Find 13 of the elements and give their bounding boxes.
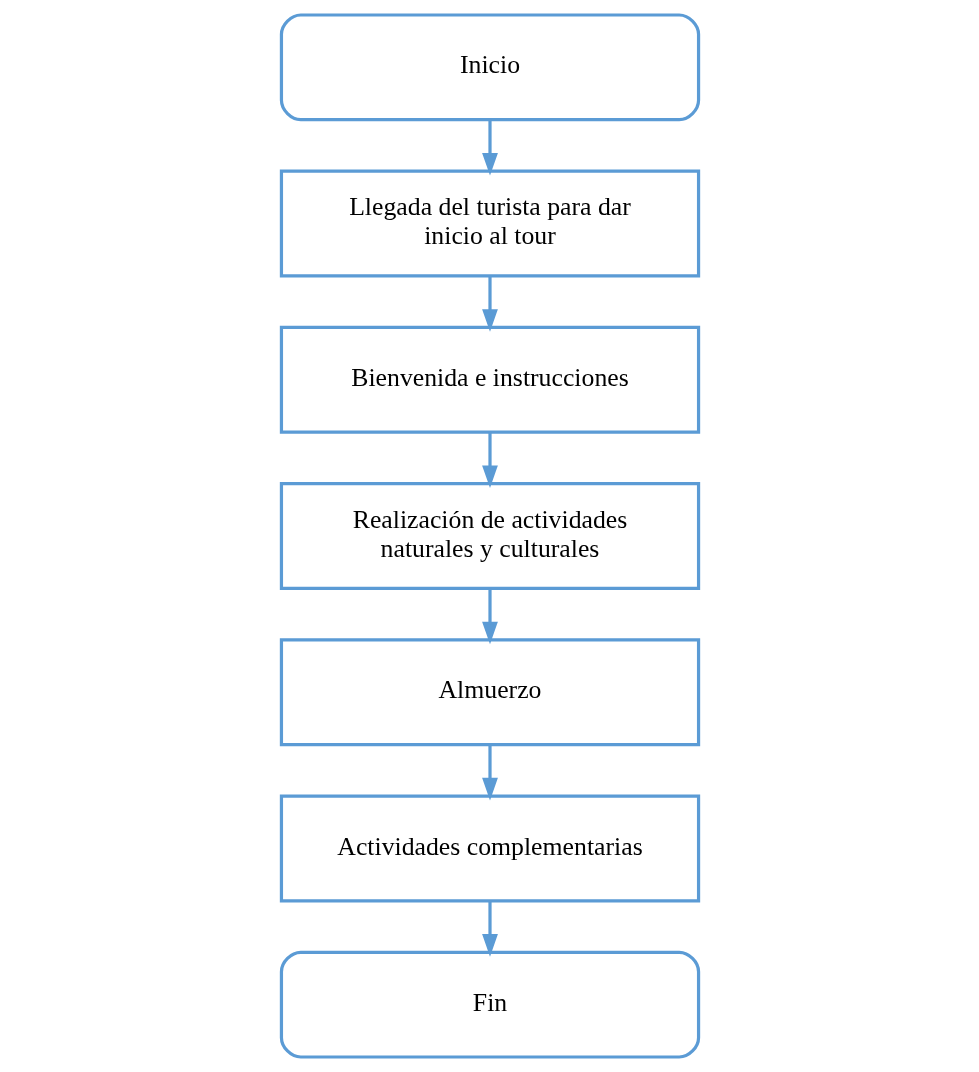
node-box: Realización de actividades naturales y culturales bbox=[279, 482, 700, 590]
node-box: Llegada del turista para dar inicio al tour bbox=[279, 169, 700, 278]
arrow bbox=[481, 119, 498, 176]
node-box: Inicio bbox=[279, 13, 700, 122]
arrow bbox=[481, 588, 498, 645]
node-box: Almuerzo bbox=[279, 638, 700, 747]
arrow bbox=[481, 276, 498, 332]
node-box: Fin bbox=[279, 950, 700, 1059]
node-box: Bienvenida e instrucciones bbox=[279, 325, 700, 434]
arrow bbox=[481, 901, 498, 957]
arrow bbox=[481, 432, 498, 488]
arrow bbox=[481, 744, 498, 801]
node-box: Actividades complementarias bbox=[279, 794, 700, 903]
